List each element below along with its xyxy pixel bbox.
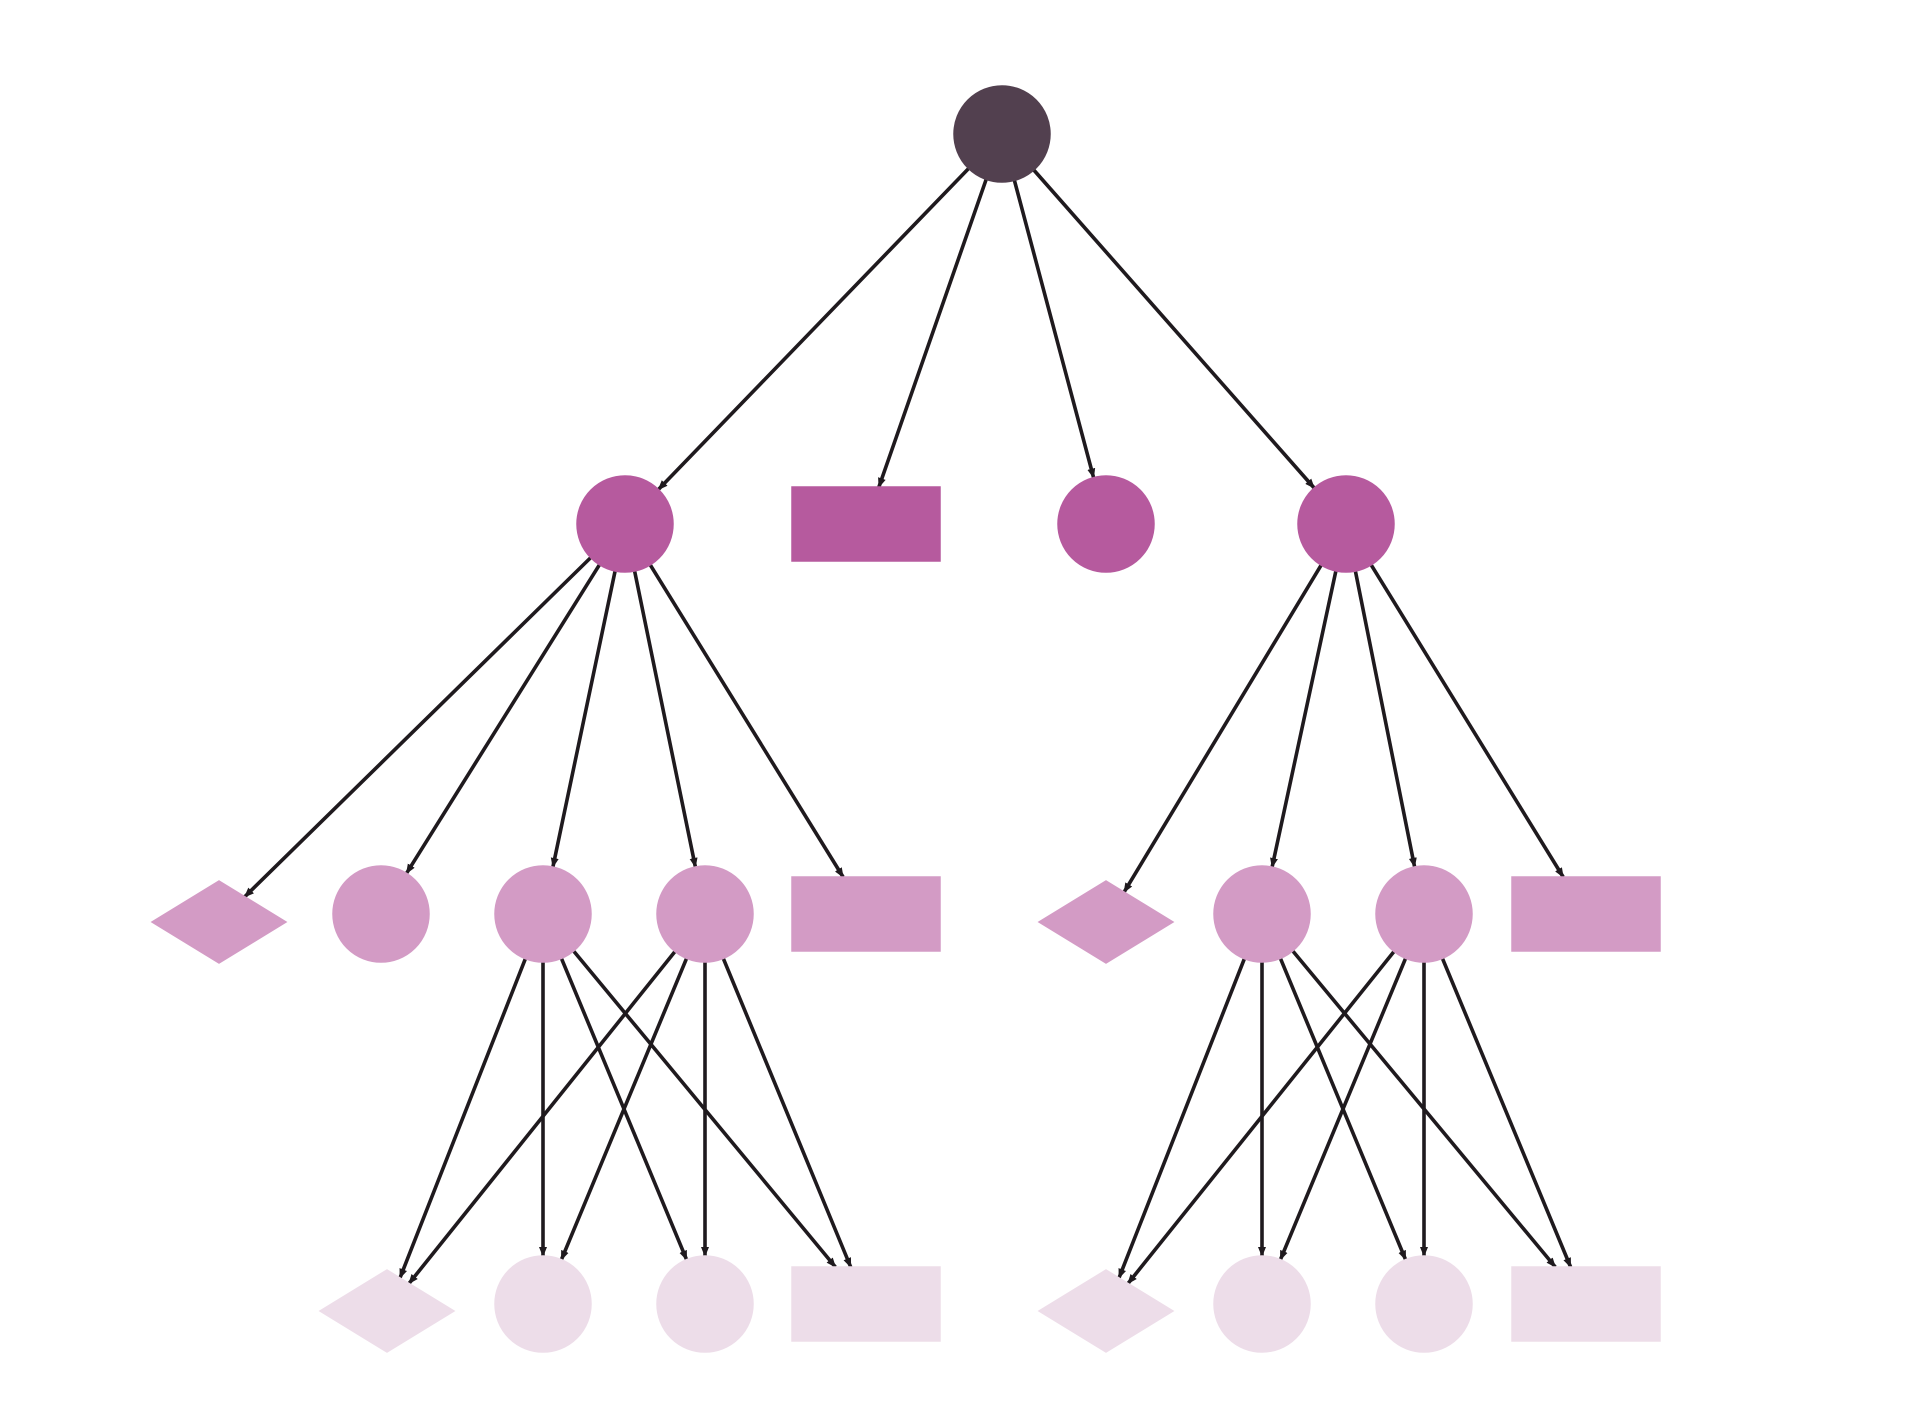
node-p3-circle xyxy=(656,1255,754,1353)
node-q1-diamond xyxy=(1037,1269,1175,1353)
node-q2-circle xyxy=(1213,1255,1311,1353)
edge-a-a3 xyxy=(550,570,617,868)
node-d-circle xyxy=(1297,475,1395,573)
edge-a4-p4 xyxy=(721,957,853,1268)
node-p2-circle xyxy=(494,1255,592,1353)
node-d2-circle xyxy=(1213,865,1311,963)
node-a4-circle xyxy=(656,865,754,963)
node-a1-diamond xyxy=(150,880,288,964)
edge-a3-p1 xyxy=(398,958,528,1279)
edge-d-d1 xyxy=(1122,564,1323,894)
edge-d3-q2 xyxy=(1278,957,1408,1261)
edge-d-d3 xyxy=(1353,570,1417,868)
node-d3-circle xyxy=(1375,865,1473,963)
edge-a4-p1 xyxy=(407,950,677,1285)
edge-a-a2 xyxy=(404,563,602,875)
node-d1-diamond xyxy=(1037,880,1175,964)
node-c-circle xyxy=(1057,475,1155,573)
nodes-layer xyxy=(150,85,1661,1353)
edge-d-d4 xyxy=(1369,563,1565,878)
edge-root-a xyxy=(657,167,970,491)
edge-root-b xyxy=(877,178,988,488)
edge-d-d2 xyxy=(1270,570,1338,869)
node-q3-circle xyxy=(1375,1255,1473,1353)
node-b-rect xyxy=(791,486,941,562)
edge-a4-p2 xyxy=(559,957,689,1261)
edge-a-a1 xyxy=(243,556,592,899)
edge-d2-q1 xyxy=(1117,958,1247,1279)
node-a5-rect xyxy=(791,876,941,952)
edge-root-c xyxy=(1012,179,1096,479)
node-q4-rect xyxy=(1511,1266,1661,1342)
node-p4-rect xyxy=(791,1266,941,1342)
edges-layer xyxy=(243,167,1573,1285)
edge-a-a4 xyxy=(632,570,698,868)
node-a3-circle xyxy=(494,865,592,963)
edge-d3-q4 xyxy=(1440,957,1573,1268)
node-a-circle xyxy=(576,475,674,573)
edge-a-a5 xyxy=(648,563,845,878)
node-d4-rect xyxy=(1511,876,1661,952)
node-p1-diamond xyxy=(318,1269,456,1353)
edge-d3-q1 xyxy=(1126,950,1396,1285)
node-root-circle xyxy=(953,85,1051,183)
edge-root-d xyxy=(1032,168,1316,490)
node-a2-circle xyxy=(332,865,430,963)
